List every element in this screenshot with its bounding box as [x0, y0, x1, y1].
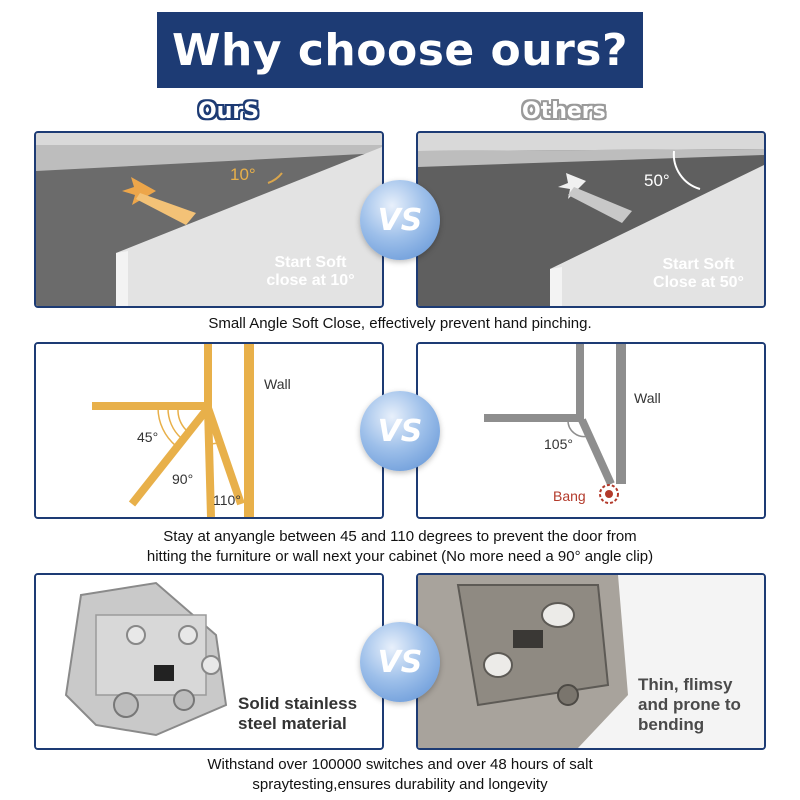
ours-hinge-photo [36, 575, 382, 748]
panel-others-material: Thin, flimsy and prone to bending [416, 573, 766, 750]
ours-material-line1: Solid stainless [238, 694, 358, 713]
others-material-line1: Thin, flimsy [638, 675, 733, 694]
ours-angle-label: 10° [230, 165, 256, 184]
others-material-label: Thin, flimsy and prone to bending [638, 675, 741, 735]
bang-label: Bang [553, 488, 586, 504]
others-caption: Start Soft Close at 50° [636, 256, 761, 292]
others-caption-line2: Close at 50° [653, 274, 744, 291]
others-material-line2: and prone to [638, 695, 741, 714]
row3-caption: Withstand over 100000 switches and over … [0, 755, 800, 795]
panel-ours-soft-close: 10° Start Soft close at 10° [34, 131, 384, 308]
others-caption-line1: Start Soft [662, 256, 735, 273]
row2-caption-line2: hitting the furniture or wall next your … [146, 548, 654, 565]
ours-wall-label: Wall [264, 376, 291, 392]
ours-angle-diagram [36, 344, 382, 517]
bang-burst-icon [599, 484, 619, 504]
ours-material-line2: steel material [238, 714, 347, 733]
angle-110-label: 110° [213, 492, 241, 508]
arrow-icon [122, 177, 156, 205]
others-angle-diagram [418, 344, 764, 517]
panel-others-angle-diagram: Wall 105° Bang [416, 342, 766, 519]
others-door-illustration [418, 133, 764, 306]
row3-caption-line2: spraytesting,ensures durability and long… [252, 776, 548, 793]
page-title: Why choose ours? [171, 24, 629, 76]
others-angle-label: 50° [644, 171, 670, 190]
vs-badge: VS [360, 391, 440, 471]
page-title-banner: Why choose ours? [157, 12, 643, 88]
ours-caption-line2: close at 10° [266, 272, 355, 289]
ours-caption-line1: Start Soft [274, 254, 347, 271]
ours-material-label: Solid stainless steel material [238, 694, 357, 734]
others-wall-label: Wall [634, 390, 661, 406]
ours-door-illustration [36, 133, 382, 306]
row1-caption: Small Angle Soft Close, effectively prev… [208, 315, 592, 332]
row3-caption-line1: Withstand over 100000 switches and over … [207, 756, 593, 773]
row2-caption-line1: Stay at anyangle between 45 and 110 degr… [163, 528, 637, 545]
angle-45-label: 45° [137, 429, 159, 445]
panel-ours-material: Solid stainless steel material [34, 573, 384, 750]
row2-caption: Stay at anyangle between 45 and 110 degr… [0, 527, 800, 567]
others-material-line3: bending [638, 715, 705, 734]
angle-105-label: 105° [544, 436, 573, 452]
angle-90-label: 90° [172, 471, 194, 487]
ours-header: OurS [198, 99, 260, 124]
vs-badge: VS [360, 622, 440, 702]
panel-others-soft-close: 50° Start Soft Close at 50° [416, 131, 766, 308]
others-header: Others [522, 99, 606, 124]
arrow-icon [558, 173, 586, 199]
ours-caption: Start Soft close at 10° [248, 254, 373, 290]
panel-ours-angle-diagram: Wall 45° 90° 110° [34, 342, 384, 519]
vs-badge: VS [360, 180, 440, 260]
others-hinge-photo [418, 575, 764, 748]
